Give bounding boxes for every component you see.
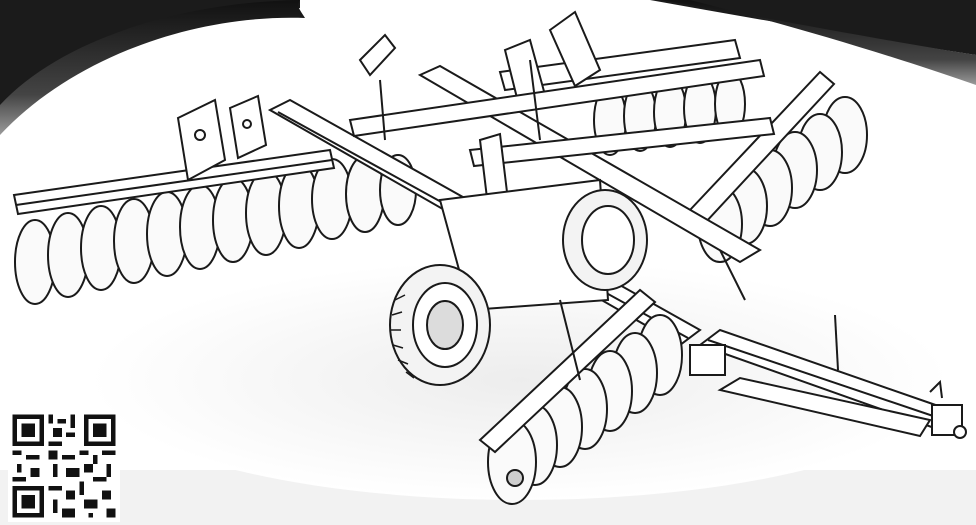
main-frame bbox=[267, 33, 776, 347]
left-disc-gang bbox=[12, 94, 417, 305]
tongue-drawbar bbox=[697, 314, 967, 439]
hydraulic-cylinders bbox=[559, 249, 746, 381]
front-left-disc-gang bbox=[478, 288, 683, 505]
transport-wheel bbox=[389, 189, 648, 386]
qr-code bbox=[8, 410, 120, 522]
ground-shadow bbox=[90, 260, 950, 500]
